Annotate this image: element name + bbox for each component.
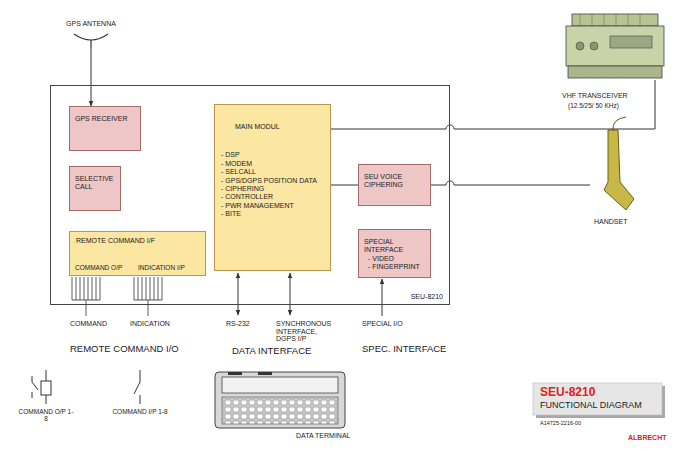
node-text: - BITE: [221, 210, 324, 218]
node-title: GPS ANTENNA: [55, 20, 127, 28]
title-block: [533, 383, 662, 415]
diagram-label: SEU-8210: [540, 386, 595, 399]
indication-pins: [134, 277, 162, 316]
diagram-label: COMMAND I/P 1-8: [112, 408, 168, 415]
node-title: GPS RECEIVER: [75, 115, 135, 123]
diagram-label: ALBRECHT: [628, 434, 667, 442]
diagram-label: INDICATION: [130, 320, 170, 328]
node-title: SELECTIVE CALL: [75, 175, 115, 192]
node-text: - VIDEO: [364, 255, 425, 263]
command-pins: [72, 277, 100, 316]
signal-line: [431, 181, 590, 185]
input-contact: [134, 370, 140, 404]
terminal-keyboard: [222, 397, 338, 424]
terminal-body: [215, 372, 345, 428]
radio-base: [568, 66, 662, 78]
module-box: SPECIAL INTERFACE- VIDEO- FINGERPRINT: [358, 229, 431, 278]
node-title: HANDSET: [594, 218, 627, 226]
node-title: REMOTE COMMAND I/F: [76, 237, 199, 245]
antenna-symbol: [74, 34, 108, 40]
node-text: INDICATION I/P: [138, 264, 185, 272]
terminal-mark: [258, 372, 272, 375]
sync-arrow: [290, 273, 291, 315]
module-box: SELECTIVE CALL: [69, 166, 121, 211]
handset-symbol: [604, 130, 634, 210]
node-text: (12.5/25/ 50 KHz): [568, 102, 619, 110]
diagram-label: DATA TERMINAL: [296, 432, 350, 440]
signal-line: [91, 48, 92, 106]
module-box: GPS RECEIVER: [69, 106, 141, 151]
antenna-stem: [90, 40, 91, 48]
radio-display: [610, 36, 652, 48]
diagram-label: COMMAND: [70, 320, 107, 328]
node-title: SEU-8210: [411, 293, 443, 301]
radio-knob: [576, 42, 584, 50]
node-text: - MODEM: [221, 160, 324, 168]
node-text: - DSP: [221, 151, 324, 159]
device-node: VHF TRANSCEIVER(12.5/25/ 50 KHz): [560, 6, 668, 80]
radio-rack: [572, 14, 658, 26]
node-title: SPECIAL INTERFACE: [364, 238, 425, 255]
device-node: HANDSET: [590, 128, 642, 213]
rs232-arrow: [238, 273, 239, 315]
diagram-label: SPEC. INTERFACE: [362, 344, 446, 354]
diagram-label: COMMAND O/P 1-8: [18, 408, 74, 422]
special-io-arrow: [382, 279, 383, 316]
node-text: - SELCALL: [221, 168, 324, 176]
node-text: - CONTROLLER: [221, 193, 324, 201]
unit-box: SEU-8210 GPS RECEIVER MAIN MODUL - DSP- MOD…: [50, 85, 450, 305]
radio-body: [566, 26, 664, 66]
diagram-label: DATA INTERFACE: [232, 346, 311, 356]
module-box: MAIN MODUL - DSP- MODEM- SELCALL- GPS/DGP…: [214, 104, 331, 271]
diagram-label: REMOTE COMMAND I/O: [70, 344, 179, 354]
diagram-label: SYNCHRONOUS INTERFACE, DGPS I/P: [276, 320, 338, 343]
radio-knob: [590, 42, 598, 50]
signal-line: [331, 80, 655, 129]
diagram-label: RS-232: [226, 320, 250, 328]
node-title: VHF TRANSCEIVER: [562, 92, 628, 100]
diagram-label: A14725-2216-00: [540, 420, 581, 426]
terminal-screen: [222, 377, 338, 393]
signal-line: [331, 185, 358, 186]
node-title: MAIN MODUL: [221, 123, 324, 131]
node-text: - PWR MANAGEMENT: [221, 202, 324, 210]
node-title: SEU VOICE CIPHERING: [364, 173, 425, 190]
node-text: - FINGERPRINT: [364, 263, 425, 271]
terminal-mark: [228, 372, 242, 375]
module-box: SEU VOICE CIPHERING: [358, 164, 431, 206]
node-text: - GPS/DGPS POSITION DATA: [221, 177, 324, 185]
device-node: GPS ANTENNA: [55, 20, 127, 48]
node-text: COMMAND O/P: [75, 264, 122, 272]
module-box: REMOTE COMMAND I/F COMMAND O/P INDICATION …: [69, 231, 206, 276]
radio-ridges: [580, 14, 640, 26]
diagram-label: FUNCTIONAL DIAGRAM: [540, 401, 642, 411]
diagram-label: SPECIAL I/O: [362, 320, 403, 328]
handset-cord: [613, 117, 626, 130]
relay-coil: [41, 381, 51, 395]
node-text: - CIPHERING: [221, 185, 324, 193]
